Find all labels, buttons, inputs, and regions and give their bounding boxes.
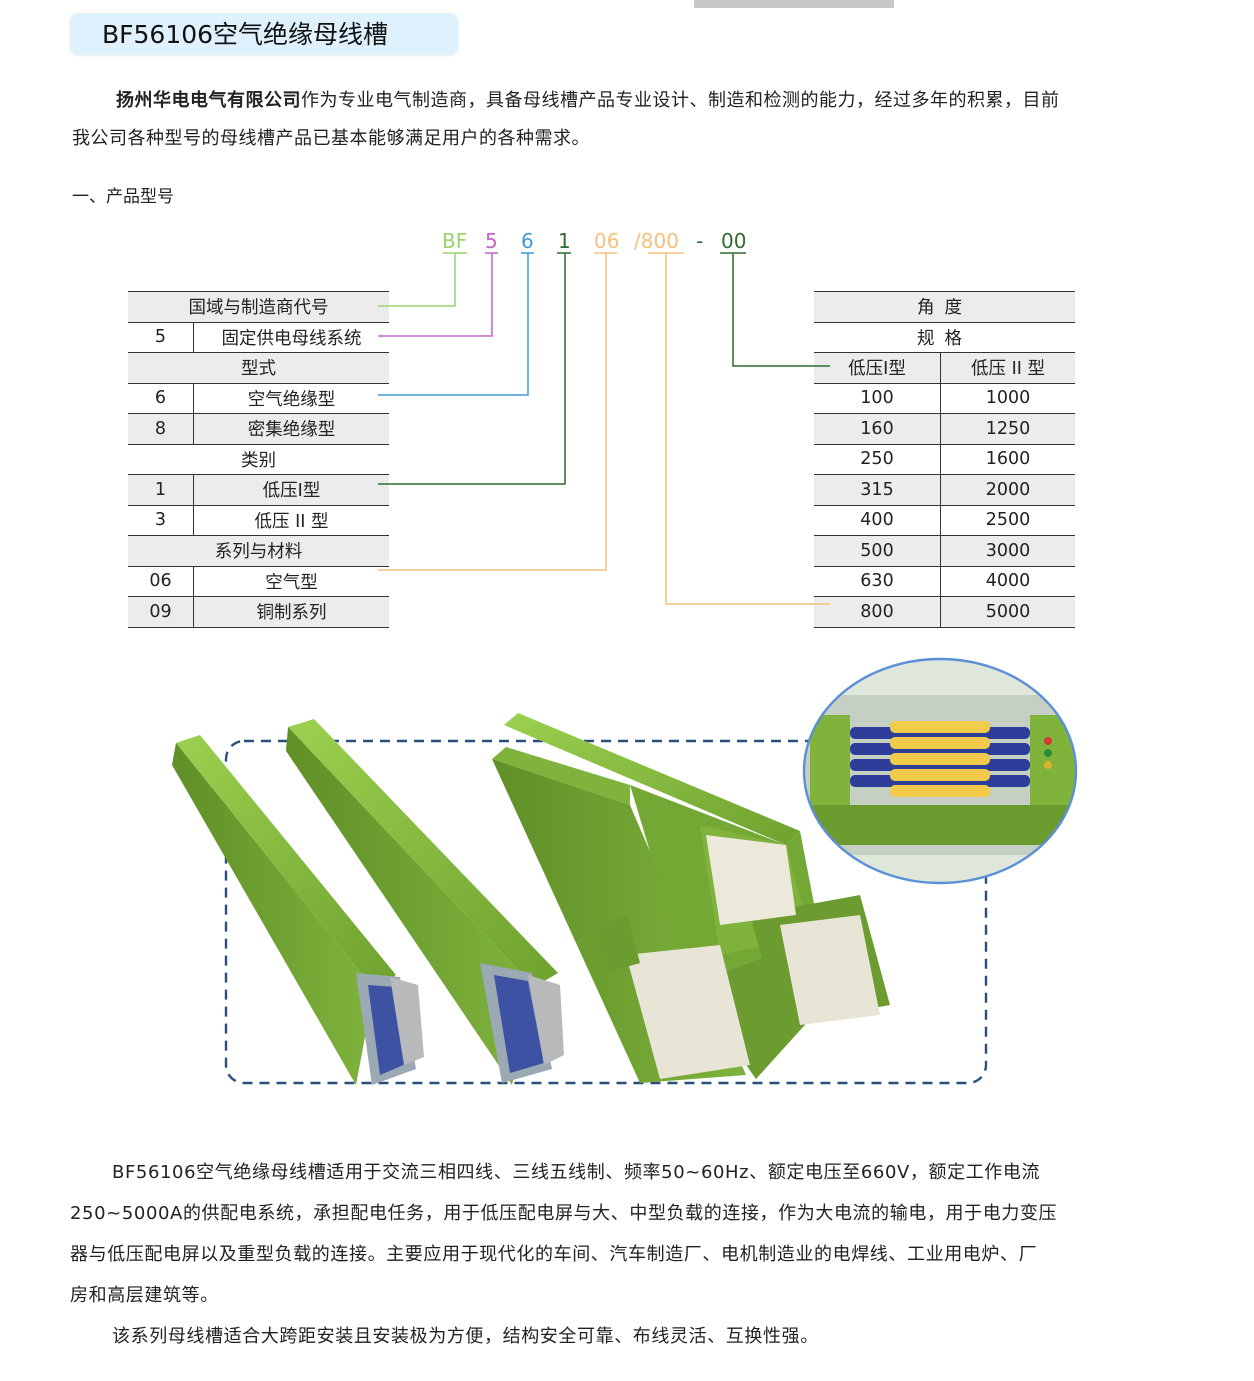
code-part-5: 5 (485, 229, 498, 253)
left-table-row: 型式 (128, 353, 389, 384)
top-decorative-bar (694, 0, 894, 8)
intro-line-2: 我公司各种型号的母线槽产品已基本能够满足用户的各种需求。 (72, 128, 590, 149)
company-name: 扬州华电电气有限公司 (116, 90, 301, 111)
right-spec-table: 角度 规格 低压I型 低压 II 型 100 1000 160 1250 250… (814, 291, 1075, 628)
code-part-dash: - (696, 229, 704, 253)
code-part-800: /800 (634, 229, 679, 253)
right-table-header-row: 低压I型 低压 II 型 (814, 353, 1075, 384)
left-table-row: 1 低压I型 (128, 475, 389, 506)
left-table-row: 6 空气绝缘型 (128, 383, 389, 414)
left-table-row: 国域与制造商代号 (128, 291, 389, 323)
busway-segment-2 (286, 719, 564, 1085)
desc-line-5: 该系列母线槽适合大跨距安装且安装极为方便，结构安全可靠、布线灵活、互换性强。 (112, 1326, 819, 1347)
right-table-row: 160 1250 (814, 414, 1075, 445)
right-table-row: 400 2500 (814, 505, 1075, 536)
left-table-row: 06 空气型 (128, 566, 389, 597)
code-part-bf: BF (442, 229, 468, 253)
right-table-row: 100 1000 (814, 383, 1075, 414)
code-part-00: 00 (721, 229, 747, 253)
left-table-row: 系列与材料 (128, 536, 389, 567)
desc-line-4: 房和高层建筑等。 (70, 1285, 219, 1306)
right-table-row: 800 5000 (814, 597, 1075, 628)
section-heading-model: 一、产品型号 (72, 187, 174, 207)
left-table-row: 类别 (128, 445, 389, 475)
desc-line-2: 250~5000A的供配电系统，承担配电任务，用于低压配电屏与大、中型负载的连接… (70, 1203, 1058, 1224)
left-table-row: 8 密集绝缘型 (128, 414, 389, 445)
left-code-table: 国域与制造商代号 5 固定供电母线系统 型式 6 空气绝缘型 8 密集绝缘型 类… (128, 291, 389, 628)
left-table-row: 09 铜制系列 (128, 597, 389, 628)
busway-segment-3 (492, 713, 890, 1083)
right-table-row: 角度 (814, 291, 1075, 323)
title-banner (70, 13, 458, 55)
right-table-row: 630 4000 (814, 566, 1075, 597)
code-part-6: 6 (521, 229, 534, 253)
desc-line-3: 器与低压配电屏以及重型负载的连接。主要应用于现代化的车间、汽车制造厂、电机制造业… (70, 1244, 1038, 1265)
code-part-06: 06 (594, 229, 620, 253)
intro-line-1: 扬州华电电气有限公司作为专业电气制造商，具备母线槽产品专业设计、制造和检测的能力… (116, 86, 1060, 112)
spec-label: 规格 (917, 328, 972, 349)
right-table-row: 250 1600 (814, 444, 1075, 475)
inset-detail-circle (802, 657, 1078, 885)
desc-line-1: BF56106空气绝缘母线槽适用于交流三相四线、三线五线制、频率50~60Hz、… (112, 1162, 1041, 1183)
code-part-1: 1 (558, 229, 571, 253)
angle-label: 角度 (917, 298, 972, 319)
busway-segment-1 (172, 735, 424, 1085)
left-table-row: 3 低压 II 型 (128, 505, 389, 536)
right-table-row: 500 3000 (814, 536, 1075, 567)
page-title: BF56106空气绝缘母线槽 (102, 20, 389, 49)
intro-line-1-text: 作为专业电气制造商，具备母线槽产品专业设计、制造和检测的能力，经过多年的积累，目… (301, 90, 1060, 111)
left-table-row: 5 固定供电母线系统 (128, 322, 389, 353)
right-table-row: 规格 (814, 323, 1075, 353)
busway-product-illustration (172, 657, 1078, 1085)
right-table-row: 315 2000 (814, 475, 1075, 506)
